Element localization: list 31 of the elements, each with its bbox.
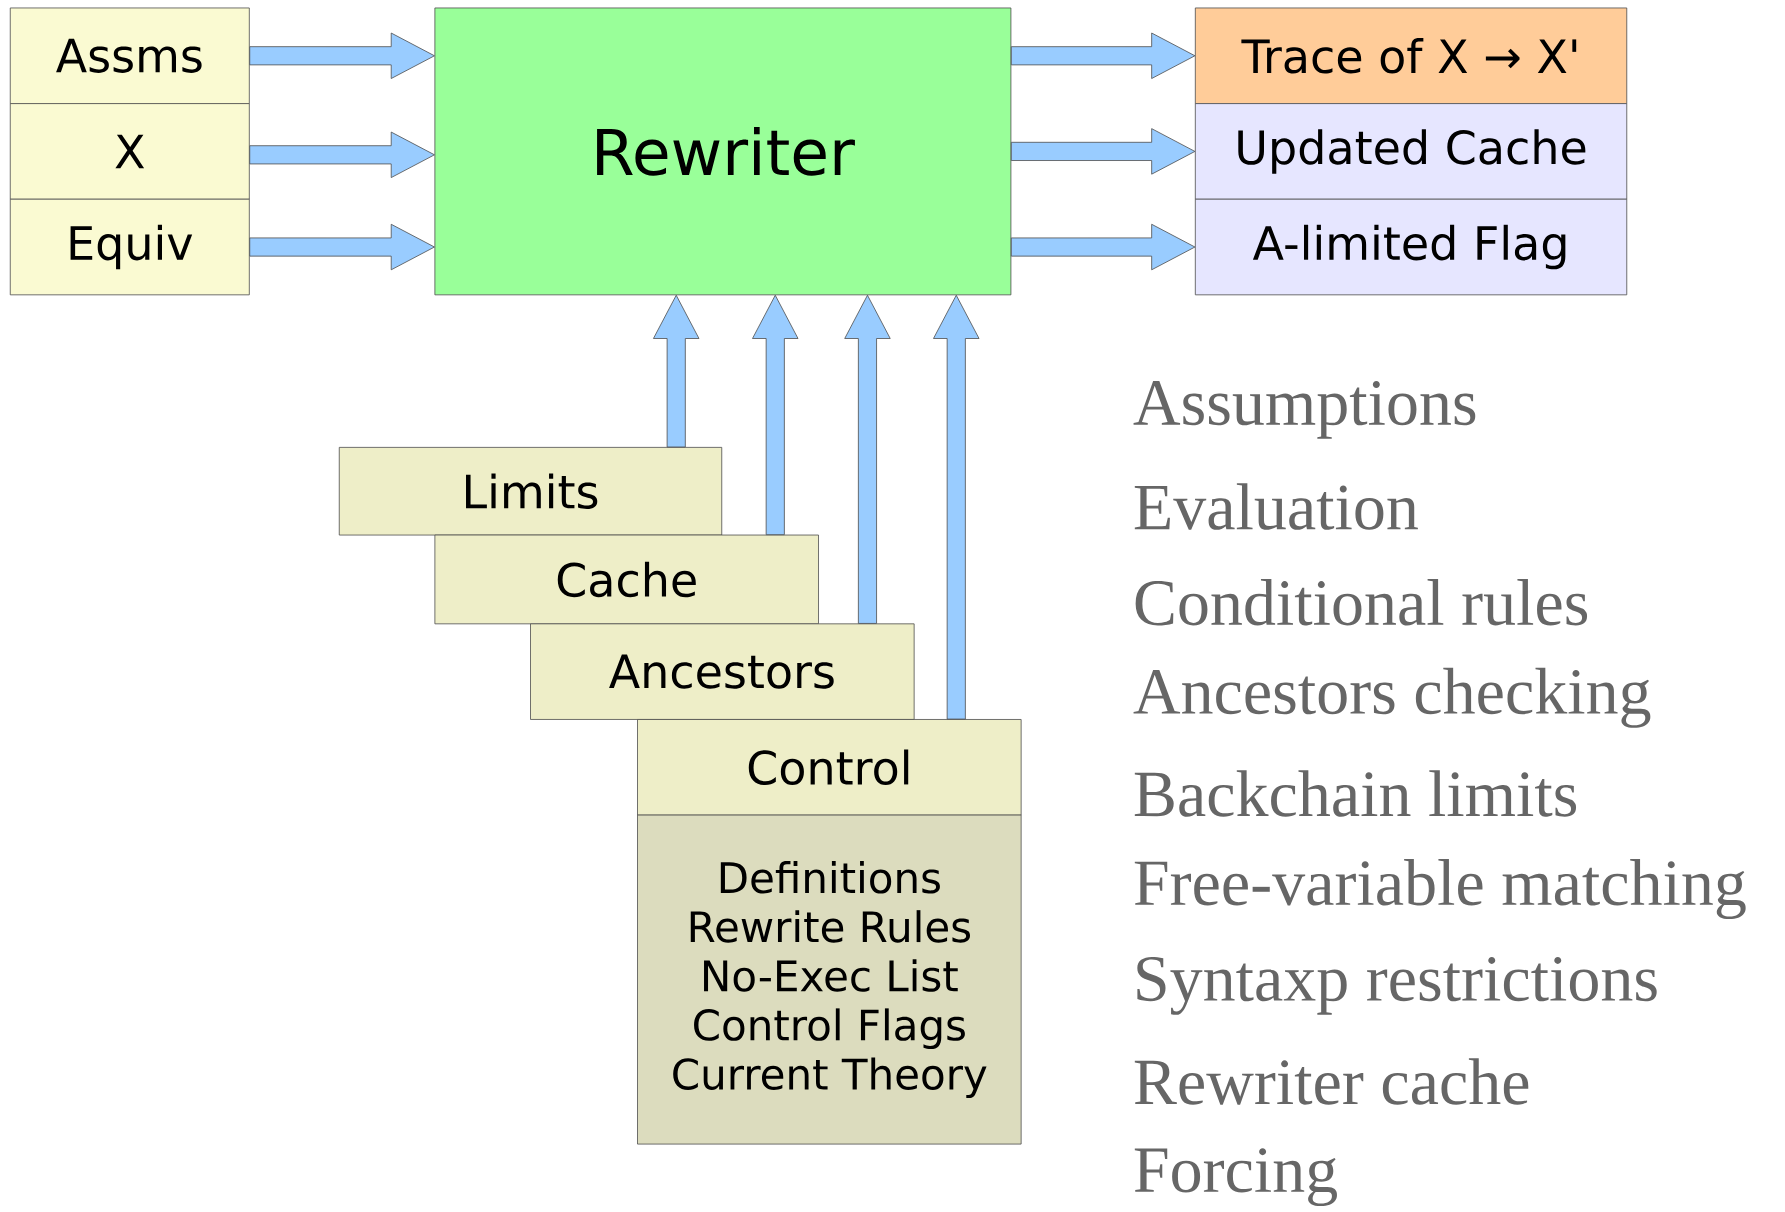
- block-arrow: [249, 223, 435, 271]
- list-item: Ancestors checking: [1133, 667, 1651, 728]
- process-box: Rewriter: [434, 7, 1012, 296]
- list-item: Evaluation: [1134, 483, 1418, 530]
- list-item: Backchain limits: [1134, 770, 1577, 817]
- output-box: Trace of X → X': [1194, 7, 1628, 104]
- stack-box: Cache: [434, 534, 819, 625]
- block-arrow: [1010, 32, 1196, 79]
- list-item: Assumptions: [1133, 380, 1476, 439]
- block-arrow: [1010, 128, 1196, 175]
- stack-box: Control: [637, 719, 1022, 816]
- list-item: Free-variable matching: [1134, 859, 1746, 920]
- content-box: Definitions Rewrite Rules No-Exec List Control Flags Current Theory: [637, 814, 1022, 1145]
- block-arrow: [249, 32, 435, 79]
- list-item: Conditional rules: [1135, 579, 1588, 626]
- input-box: Assms: [9, 7, 250, 104]
- list-item: Forcing: [1134, 1148, 1337, 1207]
- block-arrow: [933, 294, 980, 720]
- block-arrow: [653, 294, 700, 448]
- output-box: Updated Cache: [1194, 103, 1628, 200]
- input-box: X: [9, 103, 250, 200]
- stack-box: Ancestors: [530, 623, 915, 720]
- block-arrow: [752, 294, 799, 536]
- list-item: Rewriter cache: [1134, 1058, 1529, 1105]
- block-arrow: [249, 131, 435, 178]
- block-arrow: [1010, 223, 1196, 271]
- list-item: Syntaxp restrictions: [1137, 956, 1657, 1015]
- input-box: Equiv: [9, 198, 250, 296]
- stack-box: Limits: [338, 447, 723, 536]
- block-arrow: [844, 294, 891, 624]
- output-box: A-limited Flag: [1194, 198, 1628, 296]
